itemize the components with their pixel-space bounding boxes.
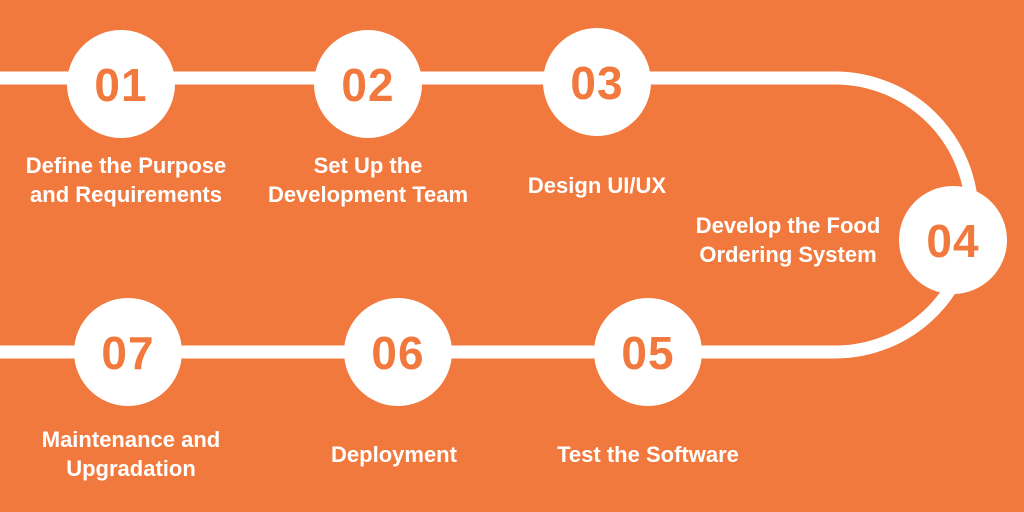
step-03-number: 03 (570, 57, 624, 109)
step-05-number: 05 (621, 327, 675, 379)
step-04-label: Develop the Food Ordering System (695, 213, 881, 267)
step-06-circle: 06 (344, 298, 452, 406)
step-07-circle: 07 (74, 298, 182, 406)
step-06-label: Deployment (331, 442, 457, 467)
step-01-label: Define the Purpose and Requirements (25, 153, 227, 207)
step-04-number: 04 (926, 215, 980, 267)
step-07-label: Maintenance and Upgradation (41, 427, 221, 481)
step-01-circle: 01 (67, 30, 175, 138)
step-06-number: 06 (371, 327, 425, 379)
step-03-label: Design UI/UX (527, 173, 667, 198)
step-07-number: 07 (101, 327, 155, 379)
step-01-number: 01 (94, 59, 148, 111)
step-05-label: Test the Software (557, 442, 739, 467)
step-05-circle: 05 (594, 298, 702, 406)
step-04-circle: 04 (899, 186, 1007, 294)
step-02-circle: 02 (314, 30, 422, 138)
step-03-circle: 03 (543, 28, 651, 136)
step-02-label: Set Up the Development Team (267, 153, 469, 207)
step-02-number: 02 (341, 59, 395, 111)
